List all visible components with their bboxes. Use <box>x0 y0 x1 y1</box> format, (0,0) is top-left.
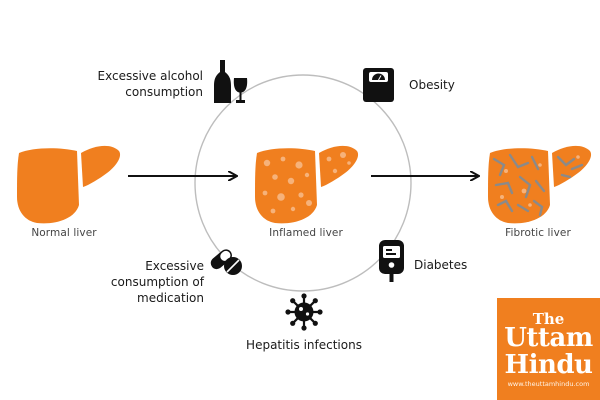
medication-cause-text: Excessive consumption of medication <box>110 259 204 305</box>
weighing-scale-icon <box>363 68 394 102</box>
fibrotic-liver-label: Fibrotic liver <box>505 227 571 239</box>
cause-cycle-ring <box>194 74 412 292</box>
inflamed-liver-label: Inflamed liver <box>269 227 343 239</box>
normal-liver-label: Normal liver <box>31 227 97 239</box>
diabetes-cause-label: Diabetes <box>414 258 468 272</box>
fibrotic-liver-icon <box>488 145 592 224</box>
logo-url: www.theuttamhindu.com <box>507 380 590 388</box>
medication-cause-label: Excessive consumption of medication <box>92 258 204 306</box>
normal-liver-icon <box>17 145 121 224</box>
alcohol-cause-label: Excessive alcohol consumption <box>88 68 204 100</box>
logo-line-uttam: Uttam <box>504 323 593 353</box>
inflamed-liver-icon <box>255 145 359 224</box>
pill-capsule-icon <box>210 249 242 275</box>
virus-icon <box>285 293 323 331</box>
uttam-hindu-logo: The Uttam Hindu www.theuttamhindu.com <box>497 298 600 400</box>
hepatitis-cause-label: Hepatitis infections <box>246 338 362 352</box>
wine-bottle-glass-icon <box>214 60 248 103</box>
logo-line-hindu: Hindu <box>504 350 593 380</box>
alcohol-cause-text: Excessive alcohol consumption <box>97 69 204 99</box>
logo-line-the: The <box>532 310 565 328</box>
glucose-meter-icon <box>379 240 404 282</box>
obesity-cause-label: Obesity <box>409 78 455 92</box>
